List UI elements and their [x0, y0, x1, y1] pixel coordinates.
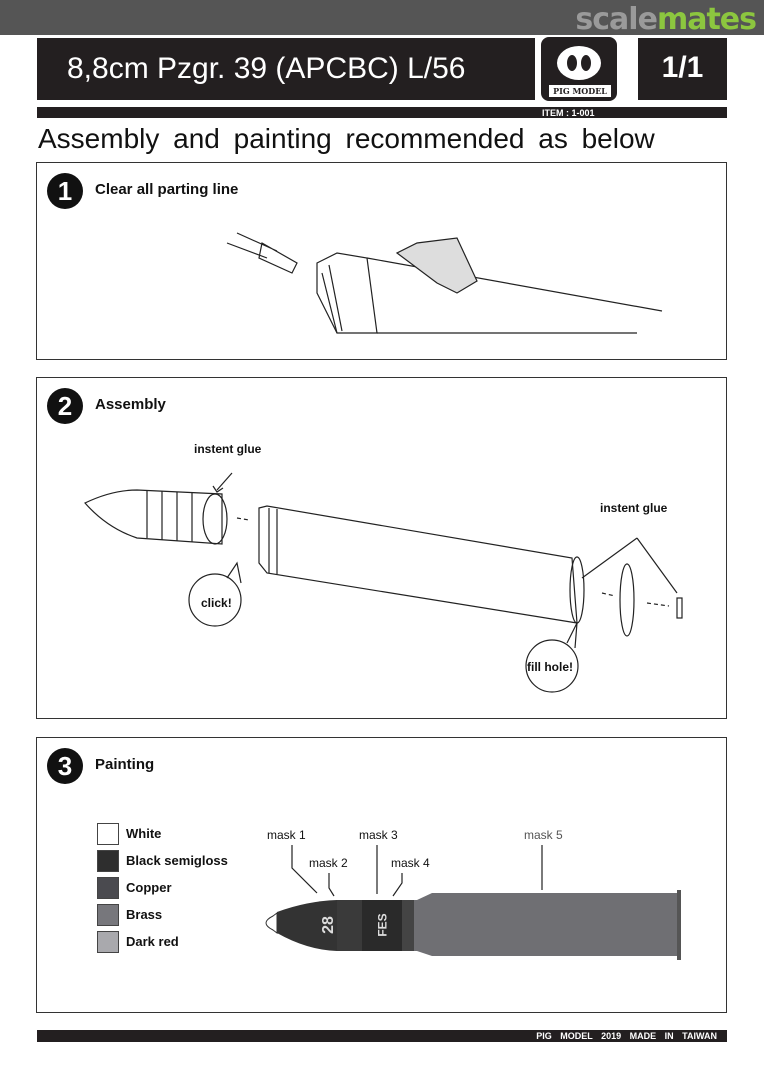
item-number: ITEM : 1-001	[542, 108, 595, 118]
legend-item: Dark red	[97, 928, 228, 955]
step-3-panel: 3 Painting White Black semigloss Copper …	[36, 737, 727, 1013]
step-1-panel: 1 Clear all parting line	[36, 162, 727, 360]
step-2-panel: 2 Assembly instent glue instent glue cli…	[36, 377, 727, 719]
footer: PIG MODEL 2019 MADE IN TAIWAN	[37, 1030, 727, 1042]
color-swatch	[97, 822, 119, 845]
color-swatch	[97, 903, 119, 926]
assembly-illustration	[84, 472, 683, 693]
header-stripe	[37, 107, 727, 118]
nose-marking: 28	[319, 916, 337, 934]
callout-instant-glue-2: instent glue	[600, 501, 668, 515]
step-number: 1	[47, 173, 83, 209]
callout-instant-glue-1: instent glue	[194, 442, 262, 456]
callout-fill-hole: fill hole!	[527, 660, 573, 674]
color-swatch	[97, 930, 119, 953]
legend-item: White	[97, 820, 228, 847]
product-title: 8,8cm Pzgr. 39 (APCBC) L/56	[37, 38, 535, 100]
page-heading: Assembly and painting recommended as bel…	[38, 123, 655, 154]
step-label: Clear all parting line	[95, 181, 239, 198]
band-marking: FES	[375, 913, 390, 937]
watermark: scalemates	[575, 2, 757, 37]
step-label: Painting	[95, 756, 155, 773]
mask-5-label: mask 5	[524, 828, 563, 842]
mask-1-label: mask 1	[267, 828, 306, 842]
color-swatch	[97, 876, 119, 899]
mask-4-label: mask 4	[391, 856, 430, 870]
mask-3-label: mask 3	[359, 828, 398, 842]
callout-click: click!	[201, 596, 232, 610]
painting-illustration	[265, 845, 681, 960]
color-swatch	[97, 849, 119, 872]
step-number: 3	[47, 748, 83, 784]
pig-model-logo: PIG MODEL	[541, 37, 617, 101]
pig-snout-icon	[549, 46, 611, 97]
mask-2-label: mask 2	[309, 856, 348, 870]
logo-text: PIG MODEL	[553, 86, 607, 96]
step-label: Assembly	[95, 396, 166, 413]
step-number: 2	[47, 388, 83, 424]
deburr-illustration	[226, 232, 663, 334]
page-number: 1/1	[638, 38, 727, 100]
legend-item: Black semigloss	[97, 847, 228, 874]
legend-item: Copper	[97, 874, 228, 901]
paint-legend: White Black semigloss Copper Brass Dark …	[97, 820, 228, 955]
legend-item: Brass	[97, 901, 228, 928]
top-bar: scalemates	[0, 0, 764, 37]
